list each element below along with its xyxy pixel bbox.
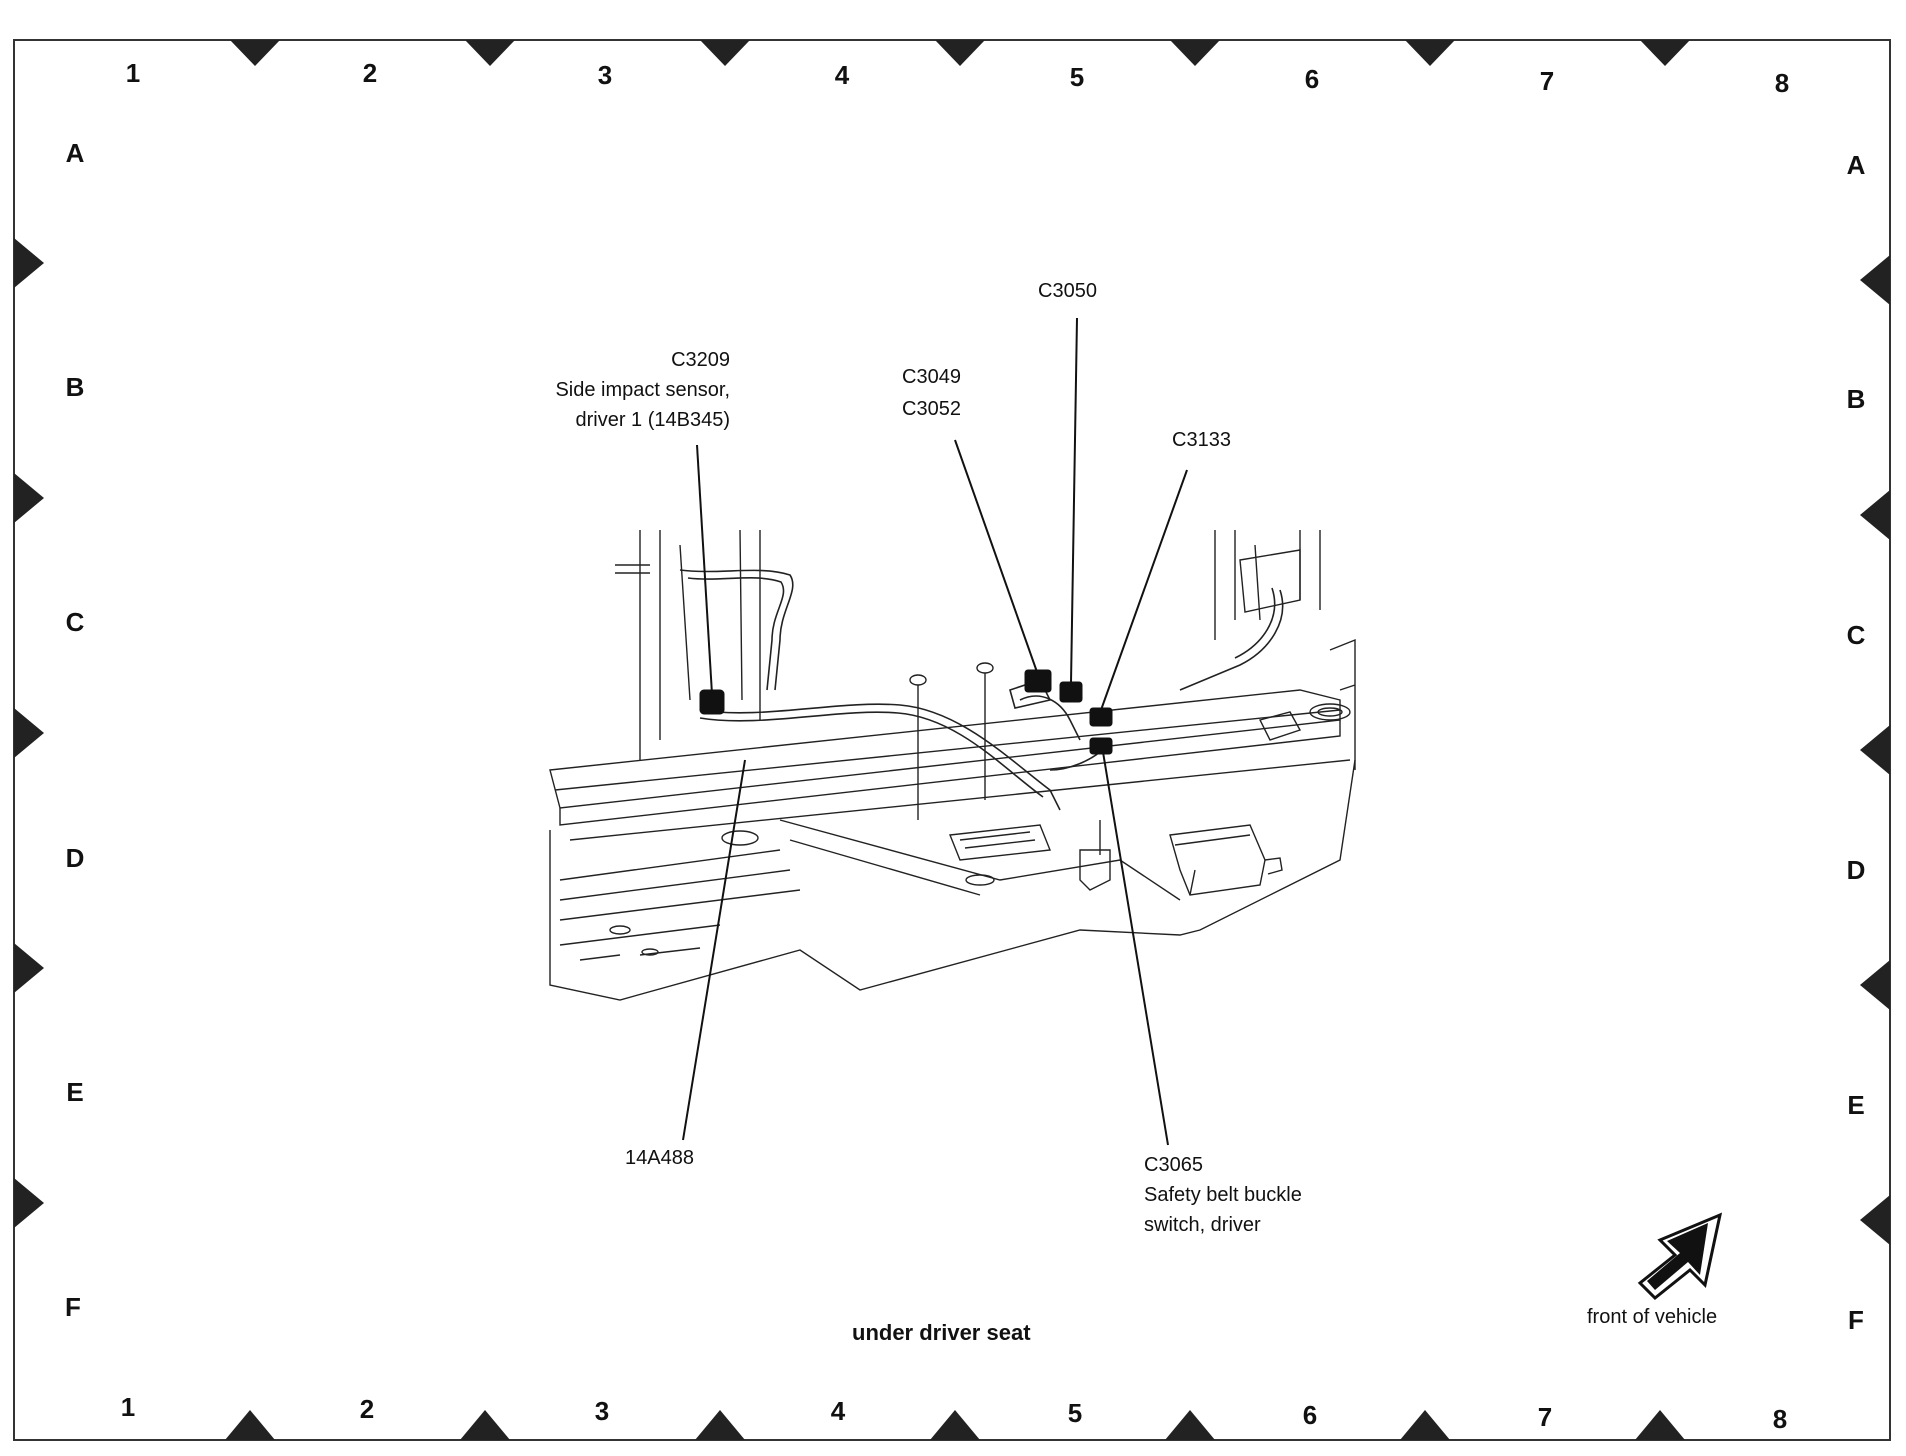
grid-marker [14,1178,44,1228]
grid-marker [1400,1410,1450,1440]
leader-lines [682,317,1188,1146]
leader-c3133 [1100,469,1188,711]
grid-marker [935,40,985,66]
connector-code: C3209 [671,349,730,371]
grid-marker [1640,40,1690,66]
right-grid-markers [1860,255,1890,1245]
grid-col-label: 8 [1774,68,1790,98]
connector-desc-line2: switch, driver [1144,1214,1261,1236]
push-pins [909,662,994,820]
grid-row-label: B [1846,384,1866,414]
grid-marker [695,1410,745,1440]
connector-desc-line1: Side impact sensor, [555,379,730,401]
grid-marker [1860,1195,1890,1245]
grid-col-label: 7 [1537,1402,1553,1432]
label-harness-14a488: 14A488 [625,1147,694,1169]
leader-c3050 [1070,317,1078,684]
grid-col-label: 3 [597,60,613,90]
leader-c3065 [1102,751,1169,1146]
grid-marker [1860,725,1890,775]
connector-c3065 [1089,737,1113,755]
left-grid-markers [14,238,44,1228]
grid-marker [700,40,750,66]
grid-col-label: 5 [1067,1398,1083,1428]
grid-row-label: A [1846,150,1866,180]
connectors [699,669,1113,755]
front-of-vehicle-label: front of vehicle [1587,1306,1718,1328]
label-c3052: C3052 [902,398,961,420]
label-c3050: C3050 [1038,280,1097,302]
vehicle-floor-illustration [549,529,1356,1001]
grid-col-label: 7 [1539,66,1555,96]
grid-marker [14,238,44,288]
grid-col-label: 1 [120,1392,136,1422]
leader-c3049-c3052 [954,439,1038,673]
grid-col-label: 1 [125,58,141,88]
grid-marker [930,1410,980,1440]
connector-desc-line1: Safety belt buckle [1144,1184,1302,1206]
grid-marker [1860,255,1890,305]
grid-marker [14,943,44,993]
grid-marker [230,40,280,66]
grid-col-label: 3 [594,1396,610,1426]
front-arrow-icon [1637,1212,1723,1301]
grid-marker [460,1410,510,1440]
grid-marker [14,708,44,758]
connector-c3133 [1089,707,1113,727]
grid-row-label: E [66,1077,84,1107]
grid-row-label: D [1846,855,1866,885]
grid-col-label: 4 [830,1396,846,1426]
grid-row-label: F [65,1292,81,1322]
label-c3133: C3133 [1172,429,1231,451]
grid-col-label: 6 [1302,1400,1318,1430]
connector-c3049-c3052 [1024,669,1052,693]
grid-row-label: D [65,843,85,873]
grid-marker [1405,40,1455,66]
label-c3209: C3209 Side impact sensor, driver 1 (14B3… [500,345,730,435]
connector-desc-line2: driver 1 (14B345) [575,409,730,431]
grid-col-label: 2 [362,58,378,88]
grid-col-label: 8 [1772,1404,1788,1434]
grid-row-label: C [1846,620,1866,650]
connector-c3050 [1059,681,1083,703]
grid-col-label: 5 [1069,62,1085,92]
grid-row-label: F [1848,1305,1864,1335]
grid-marker [1860,490,1890,540]
grid-col-label: 4 [834,60,850,90]
grid-marker [1860,960,1890,1010]
leader-harness [682,759,746,1141]
grid-col-label: 6 [1304,64,1320,94]
grid-marker [225,1410,275,1440]
grid-marker [1170,40,1220,66]
grid-marker [14,473,44,523]
page-frame [13,39,1891,1441]
grid-row-label: E [1847,1090,1865,1120]
leader-c3209 [696,444,713,695]
connector-code: C3065 [1144,1154,1203,1176]
grid-col-label: 2 [359,1394,375,1424]
label-c3049: C3049 [902,366,961,388]
grid-row-label: A [65,138,85,168]
label-c3065: C3065 Safety belt buckle switch, driver [1144,1150,1302,1240]
top-grid-markers [230,40,1690,66]
diagram-caption: under driver seat [852,1320,1031,1345]
grid-row-label: C [65,607,85,637]
grid-marker [1165,1410,1215,1440]
bottom-grid-markers [225,1410,1685,1440]
wiring-harness [679,569,1284,811]
grid-marker [465,40,515,66]
grid-marker [1635,1410,1685,1440]
grid-row-label: B [65,372,85,402]
